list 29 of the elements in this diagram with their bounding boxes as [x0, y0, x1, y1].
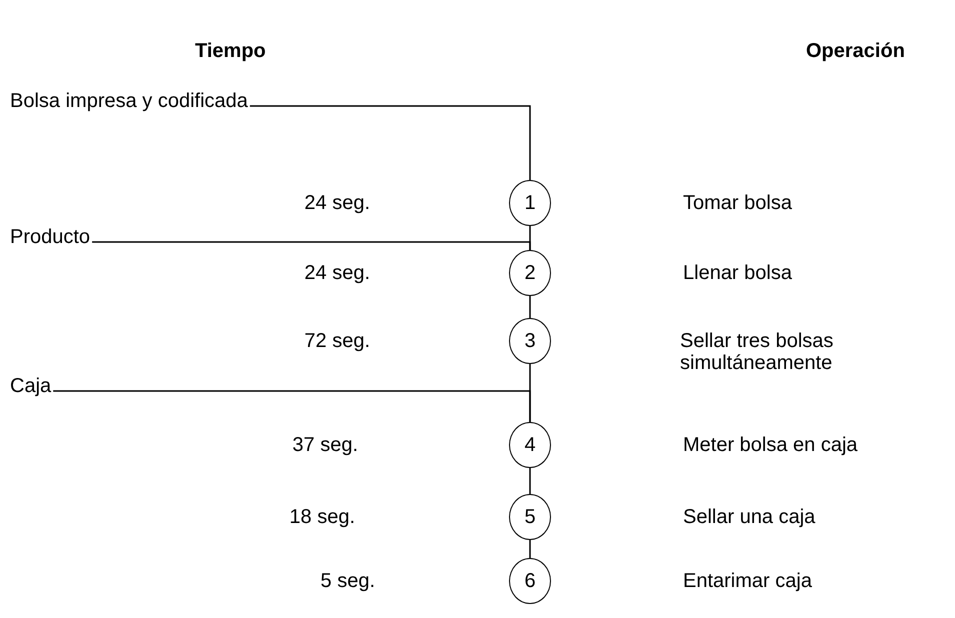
time-label: 5 seg.	[320, 570, 375, 592]
operation-circle: 5	[509, 494, 551, 540]
operation-label: Tomar bolsa	[683, 192, 793, 214]
operation-label: Llenar bolsa	[683, 262, 793, 284]
connector-line	[529, 296, 531, 318]
operation-label: Sellar una caja	[683, 506, 816, 528]
time-label: 24 seg.	[304, 262, 370, 284]
time-label: 72 seg.	[304, 330, 370, 352]
material-input-label: Caja	[10, 375, 52, 397]
material-input-label: Bolsa impresa y codificada	[10, 90, 248, 112]
operation-label: Sellar tres bolsas simultáneamente	[680, 330, 834, 374]
operation-circle: 4	[509, 422, 551, 468]
time-label: 24 seg.	[304, 192, 370, 214]
connector-line	[529, 540, 531, 558]
operation-label: Entarimar caja	[683, 570, 813, 592]
material-input-label: Producto	[10, 226, 90, 248]
column-header: Operación	[806, 40, 905, 62]
operation-circle: 2	[509, 250, 551, 296]
operation-circle: 3	[509, 318, 551, 364]
column-header: Tiempo	[195, 40, 266, 62]
operation-circle: 6	[509, 558, 551, 604]
operation-circle: 1	[509, 180, 551, 226]
connector-line	[92, 241, 531, 250]
connector-line	[53, 390, 531, 422]
operation-label: Meter bolsa en caja	[683, 434, 859, 456]
time-label: 37 seg.	[292, 434, 358, 456]
time-label: 18 seg.	[289, 506, 355, 528]
connector-line	[529, 468, 531, 494]
connector-line	[250, 105, 531, 180]
